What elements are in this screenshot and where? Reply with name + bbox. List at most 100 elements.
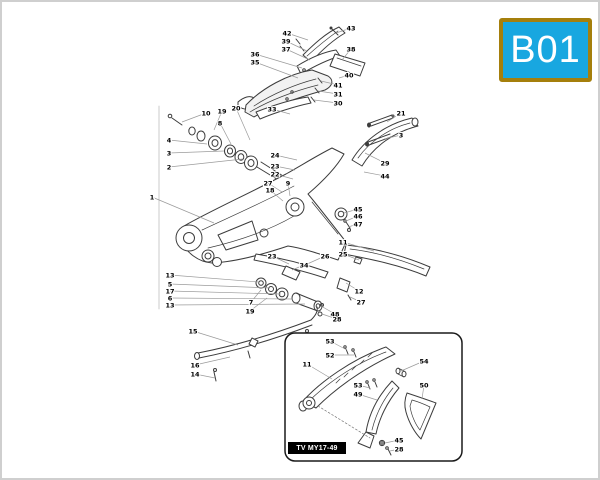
- leader-line: [274, 154, 298, 161]
- part-callout-13: 13: [165, 301, 174, 309]
- part-callout-22: 22: [270, 170, 279, 178]
- leader-line: [342, 241, 375, 252]
- part-callout-2: 2: [167, 163, 172, 171]
- leader-line: [349, 296, 362, 303]
- part-callout-43: 43: [346, 24, 355, 32]
- part-callout-53: 53: [353, 381, 362, 389]
- part-callout-27: 27: [356, 298, 365, 306]
- part-callout-18: 18: [265, 186, 275, 194]
- leader-line: [219, 122, 232, 145]
- part-callout-11: 11: [302, 360, 312, 368]
- part-callout-9: 9: [286, 179, 291, 187]
- leader-line: [169, 290, 282, 295]
- leader-line: [250, 289, 262, 303]
- part-callout-12: 12: [354, 287, 363, 295]
- leader-line: [306, 363, 333, 380]
- leader-line: [320, 305, 336, 315]
- leader-line: [357, 384, 371, 389]
- leader-line: [287, 182, 291, 197]
- part-callout-44: 44: [380, 172, 390, 180]
- leader-line: [169, 283, 271, 289]
- part-callout-52: 52: [325, 351, 334, 359]
- part-callout-10: 10: [201, 109, 211, 117]
- part-callout-5: 5: [168, 280, 173, 288]
- leader-line: [181, 112, 207, 123]
- leader-line: [274, 165, 296, 171]
- leader-line: [320, 80, 339, 86]
- exploded-drawing: [158, 26, 437, 456]
- part-callout-16: 16: [190, 361, 200, 369]
- part-callout-28: 28: [332, 315, 342, 323]
- part-callout-42: 42: [282, 29, 291, 37]
- part-callout-3: 3: [167, 149, 172, 157]
- part-callout-37: 37: [281, 45, 290, 53]
- leader-line: [343, 208, 359, 214]
- part-callout-36: 36: [250, 50, 260, 58]
- leader-line: [254, 61, 299, 79]
- part-callout-26: 26: [320, 252, 330, 260]
- part-callout-40: 40: [344, 71, 354, 79]
- part-callout-50: 50: [419, 381, 429, 389]
- leader-line: [335, 27, 352, 34]
- part-callout-11: 11: [338, 238, 348, 246]
- part-callout-39: 39: [281, 37, 291, 45]
- part-callout-54: 54: [419, 357, 429, 365]
- part-callout-34: 34: [299, 261, 309, 269]
- part-callout-3: 3: [399, 131, 404, 139]
- leader-line: [169, 303, 306, 306]
- leader-line: [254, 53, 303, 69]
- leader-line: [317, 90, 339, 95]
- part-callout-45: 45: [394, 436, 404, 444]
- leader-line: [285, 40, 308, 52]
- leader-line: [341, 48, 352, 61]
- leader-line: [194, 373, 216, 379]
- part-callout-15: 15: [188, 327, 198, 335]
- part-callout-53: 53: [325, 337, 334, 345]
- leader-line: [345, 282, 360, 292]
- part-callout-46: 46: [353, 212, 363, 220]
- leader-line: [338, 74, 350, 79]
- part-callout-14: 14: [190, 370, 200, 378]
- part-callout-20: 20: [231, 104, 241, 112]
- leader-line: [269, 189, 284, 202]
- part-callout-8: 8: [218, 119, 223, 127]
- part-callout-30: 30: [333, 99, 343, 107]
- part-callout-31: 31: [333, 90, 343, 98]
- plate-code-badge: B01: [499, 18, 592, 82]
- leader-line: [286, 32, 309, 41]
- part-callout-33: 33: [267, 105, 276, 113]
- part-callout-41: 41: [333, 81, 343, 89]
- leader-line: [169, 274, 260, 283]
- leader-line: [168, 158, 244, 168]
- part-callout-23: 23: [270, 162, 279, 170]
- leader-line: [383, 134, 402, 140]
- leader-line: [192, 330, 239, 346]
- part-callout-38: 38: [346, 45, 356, 53]
- part-callout-6: 6: [168, 294, 173, 302]
- leader-line: [386, 112, 402, 123]
- part-callout-17: 17: [165, 287, 174, 295]
- leader-line: [389, 448, 400, 452]
- leader-line: [363, 171, 386, 177]
- part-callout-35: 35: [250, 58, 260, 66]
- leader-line: [400, 360, 425, 372]
- leader-line: [285, 48, 311, 61]
- leader-line: [169, 297, 294, 300]
- part-callout-19: 19: [217, 107, 227, 115]
- leader-line: [168, 139, 208, 145]
- leader-line: [213, 110, 223, 131]
- leader-line: [329, 340, 348, 351]
- leader-line: [271, 255, 290, 265]
- part-callout-19: 19: [245, 307, 255, 315]
- leader-line: [364, 152, 386, 164]
- part-callout-45: 45: [353, 205, 363, 213]
- part-callout-4: 4: [167, 136, 172, 144]
- part-callout-25: 25: [338, 250, 348, 258]
- part-callout-24: 24: [270, 151, 280, 159]
- leader-line: [384, 439, 400, 444]
- part-callout-23: 23: [267, 252, 276, 260]
- part-callout-13: 13: [165, 271, 174, 279]
